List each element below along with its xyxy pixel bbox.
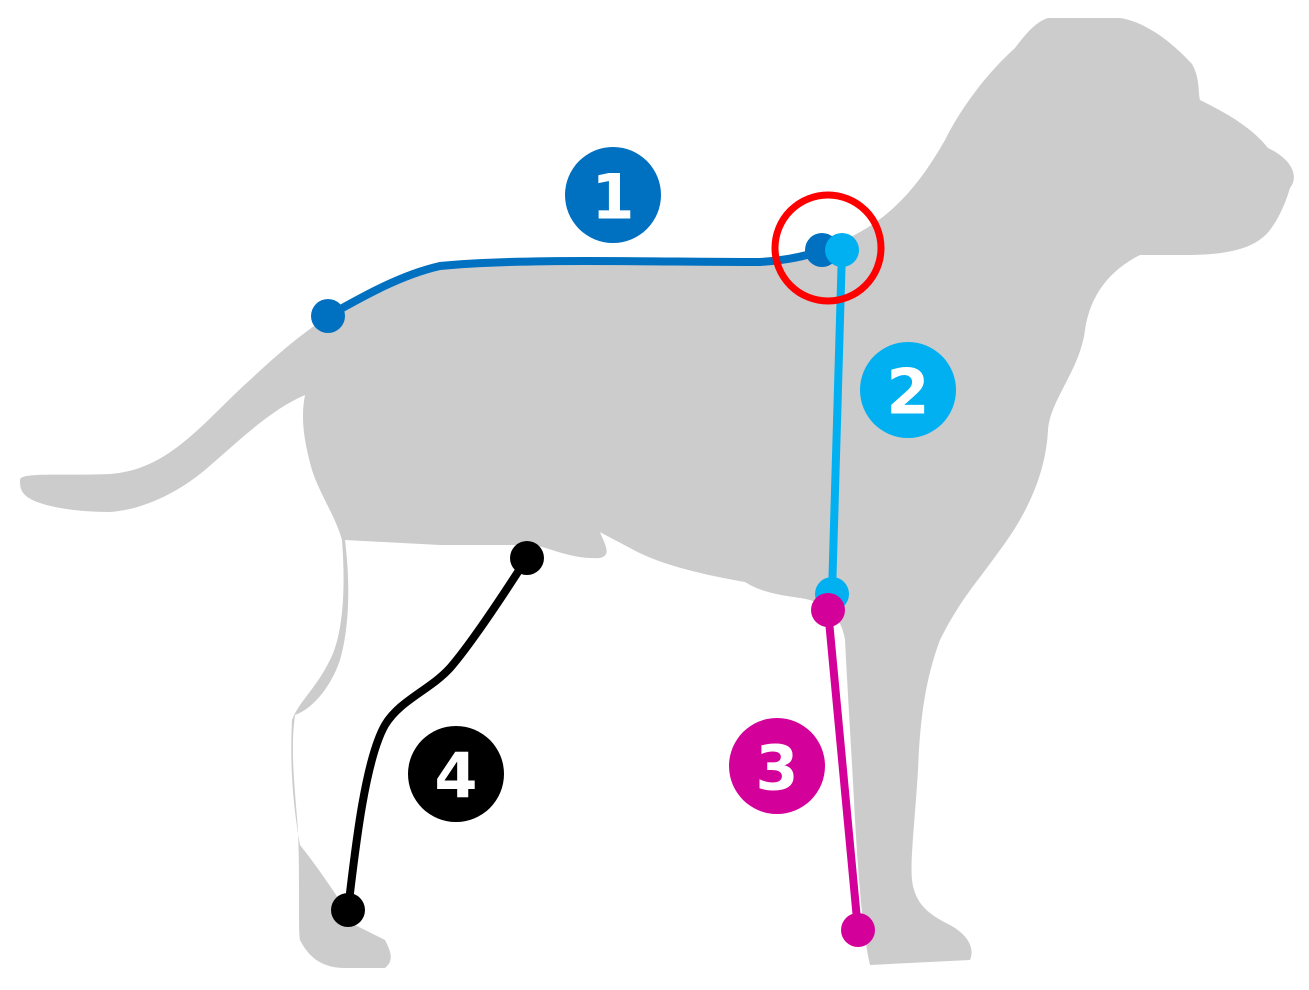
measure-1-start-dot: [311, 299, 345, 333]
badge-3-label: 3: [755, 732, 798, 805]
dog-silhouette: [20, 18, 1294, 968]
circle-ring-icon: [771, 191, 885, 305]
badge-4: 4: [408, 726, 504, 822]
badge-4-label: 4: [434, 740, 477, 813]
measure-4-end-dot: [331, 893, 365, 927]
badge-2: 2: [860, 342, 956, 438]
measure-line-4: [344, 554, 531, 914]
badge-3: 3: [729, 718, 825, 814]
measure-3-start-dot: [811, 593, 845, 627]
measure-line-2: [828, 246, 846, 598]
measure-3-end-dot: [841, 913, 875, 947]
badge-2-label: 2: [886, 356, 929, 429]
measure-2-start-dot: [825, 233, 859, 267]
badge-1-label: 1: [591, 161, 634, 234]
measure-line-3: [824, 606, 862, 934]
badge-1: 1: [565, 147, 661, 243]
measure-4-start-dot: [510, 541, 544, 575]
